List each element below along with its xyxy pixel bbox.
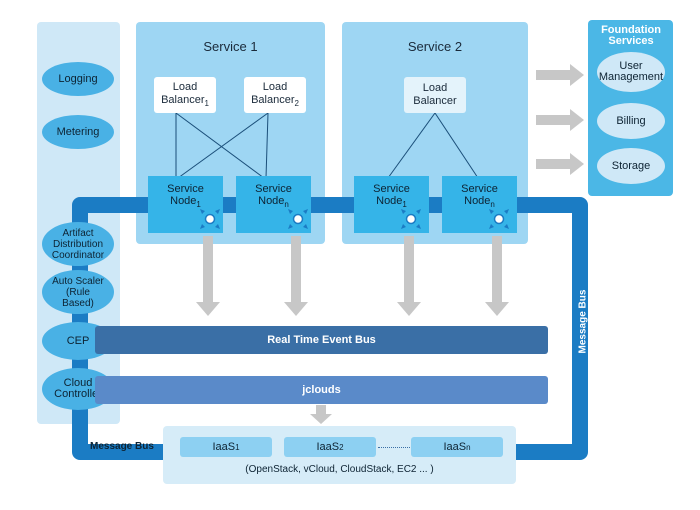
lb-label: Load	[422, 82, 448, 94]
lb-sub: 1	[204, 98, 209, 108]
node-label: Service	[461, 183, 498, 195]
node-sub: n	[490, 200, 495, 209]
service2-load-balancer: Load Balancer	[404, 77, 466, 113]
service2-node-1: Service Node1	[354, 176, 429, 233]
node-label-line2: Node1	[376, 195, 407, 211]
lb-label-line2: Balancer	[413, 95, 457, 107]
service1-title: Service 1	[203, 39, 258, 54]
lb-label: Load	[172, 80, 198, 93]
iaas-dotted-separator	[378, 447, 410, 448]
artifact-distribution-oval: Artifact Distribution Coordinator	[42, 222, 114, 266]
lb-label-line2: Balancer1	[161, 94, 209, 110]
connector-icon	[200, 209, 220, 229]
iaas-label: IaaS	[212, 441, 236, 453]
lb-label-word: Balancer	[161, 93, 205, 106]
logging-oval: Logging	[42, 62, 114, 96]
node-label-word: Node	[170, 195, 197, 207]
service1-load-balancer-1: Load Balancer1	[154, 77, 216, 113]
service1-lines	[175, 112, 269, 179]
storage-oval: Storage	[597, 148, 665, 184]
node-sub: 1	[402, 200, 407, 209]
node-label: Service	[255, 183, 292, 195]
lb-label: Load	[262, 80, 288, 93]
jclouds-bus: jclouds	[95, 376, 548, 404]
auto-scaler-oval: Auto Scaler (Rule Based)	[42, 270, 114, 314]
iaas-sub: n	[466, 442, 471, 452]
node-label: Service	[167, 183, 204, 195]
iaas-label: IaaS	[316, 441, 340, 453]
metering-oval: Metering	[42, 115, 114, 149]
lb-label-line2: Balancer2	[251, 94, 299, 110]
node-label-word: Node	[258, 195, 285, 207]
service2-lines	[387, 112, 479, 179]
node-label-line2: Noden	[464, 195, 495, 211]
service1-load-balancer-2: Load Balancer2	[244, 77, 306, 113]
node-label-word: Node	[464, 195, 491, 207]
realtime-event-bus: Real Time Event Bus	[95, 326, 548, 354]
connector-icon	[401, 209, 421, 229]
connector-icon	[489, 209, 509, 229]
connector-icon	[288, 209, 308, 229]
iaas-label: IaaS	[443, 441, 467, 453]
service2-node-n: Service Noden	[442, 176, 517, 233]
node-label: Service	[373, 183, 410, 195]
user-management-oval: User Management	[597, 52, 665, 92]
service2-title: Service 2	[407, 39, 463, 54]
message-bus-label-right: Message Bus	[577, 289, 589, 354]
iaas-sub: 1	[235, 442, 240, 452]
node-label-line2: Noden	[258, 195, 289, 211]
billing-oval: Billing	[597, 103, 665, 139]
lb-sub: 2	[294, 98, 299, 108]
node-sub: 1	[196, 200, 201, 209]
iaas-caption: (OpenStack, vCloud, CloudStack, EC2 ... …	[245, 464, 434, 475]
foundation-arrows	[536, 64, 584, 175]
lb-label-word: Balancer	[251, 93, 295, 106]
foundation-title: Foundation Services	[601, 24, 661, 47]
node-sub: n	[284, 200, 289, 209]
message-bus-label-bottom: Message Bus	[90, 441, 154, 452]
node-arrows	[196, 236, 509, 424]
iaas-sub: 2	[339, 442, 344, 452]
node-label-word: Node	[376, 195, 403, 207]
node-label-line2: Node1	[170, 195, 201, 211]
